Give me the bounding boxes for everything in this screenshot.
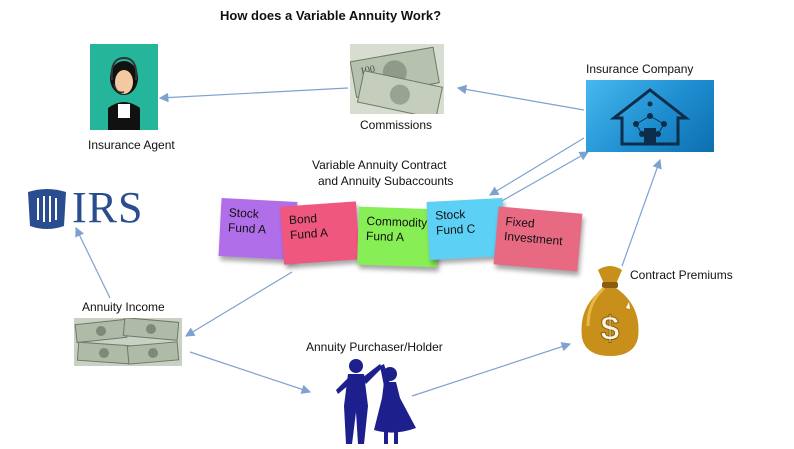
arrow-subaccounts-to-income bbox=[184, 271, 293, 337]
annuity-income-label: Annuity Income bbox=[82, 300, 165, 314]
dancing-couple-icon bbox=[336, 359, 416, 444]
money-bag-icon: $ bbox=[581, 266, 639, 356]
svg-text:$: $ bbox=[601, 310, 620, 348]
insurance-agent-label: Insurance Agent bbox=[88, 138, 175, 152]
arrow-purchaser-to-premiums bbox=[411, 342, 572, 397]
insurance-agent-image bbox=[90, 44, 158, 130]
subaccount-line2: Fund A bbox=[289, 225, 329, 243]
irs-logo-text: IRS bbox=[72, 183, 144, 232]
arrow-premiums-to-company bbox=[621, 158, 662, 267]
arrow-commissions-to-agent bbox=[158, 87, 349, 103]
commissions-label: Commissions bbox=[360, 118, 433, 132]
irs-eagle-icon bbox=[28, 189, 66, 229]
diagram-title: How does a Variable Annuity Work? bbox=[220, 8, 442, 23]
purchaser-image bbox=[334, 356, 418, 444]
purchaser-label: Annuity Purchaser/Holder bbox=[306, 340, 443, 354]
subaccount-note: Bond Fund A bbox=[280, 201, 360, 265]
insurance-company-image bbox=[586, 80, 714, 152]
house-network-icon bbox=[609, 88, 691, 146]
arrow-subaccounts-to-company bbox=[499, 151, 590, 203]
headset-agent-icon bbox=[108, 56, 140, 130]
contract-premiums-label: Contract Premiums bbox=[630, 268, 733, 282]
arrow-company-to-commissions bbox=[456, 84, 585, 111]
contract-title-line2: and Annuity Subaccounts bbox=[318, 174, 454, 188]
insurance-company-label: Insurance Company bbox=[586, 62, 694, 76]
commissions-image: 100 bbox=[349, 44, 444, 120]
dollar-bills-icon bbox=[74, 317, 182, 366]
dollar-bills-icon: 100 bbox=[349, 44, 444, 120]
subaccount-note: Stock Fund C bbox=[426, 198, 506, 260]
arrow-income-to-purchaser bbox=[189, 351, 312, 394]
contract-title-line1: Variable Annuity Contract bbox=[312, 158, 447, 172]
irs-logo: IRS bbox=[24, 183, 158, 232]
contract-premiums-image: $ bbox=[574, 262, 646, 358]
subaccount-note: Fixed Investment bbox=[493, 206, 583, 272]
subaccount-line2: Fund C bbox=[435, 221, 476, 238]
annuity-income-image bbox=[74, 317, 182, 366]
arrow-income-to-irs bbox=[75, 226, 111, 299]
arrow-company-to-subaccounts bbox=[488, 137, 585, 196]
subaccount-line2: Fund A bbox=[227, 220, 267, 237]
subaccount-line2: Fund A bbox=[365, 228, 405, 245]
